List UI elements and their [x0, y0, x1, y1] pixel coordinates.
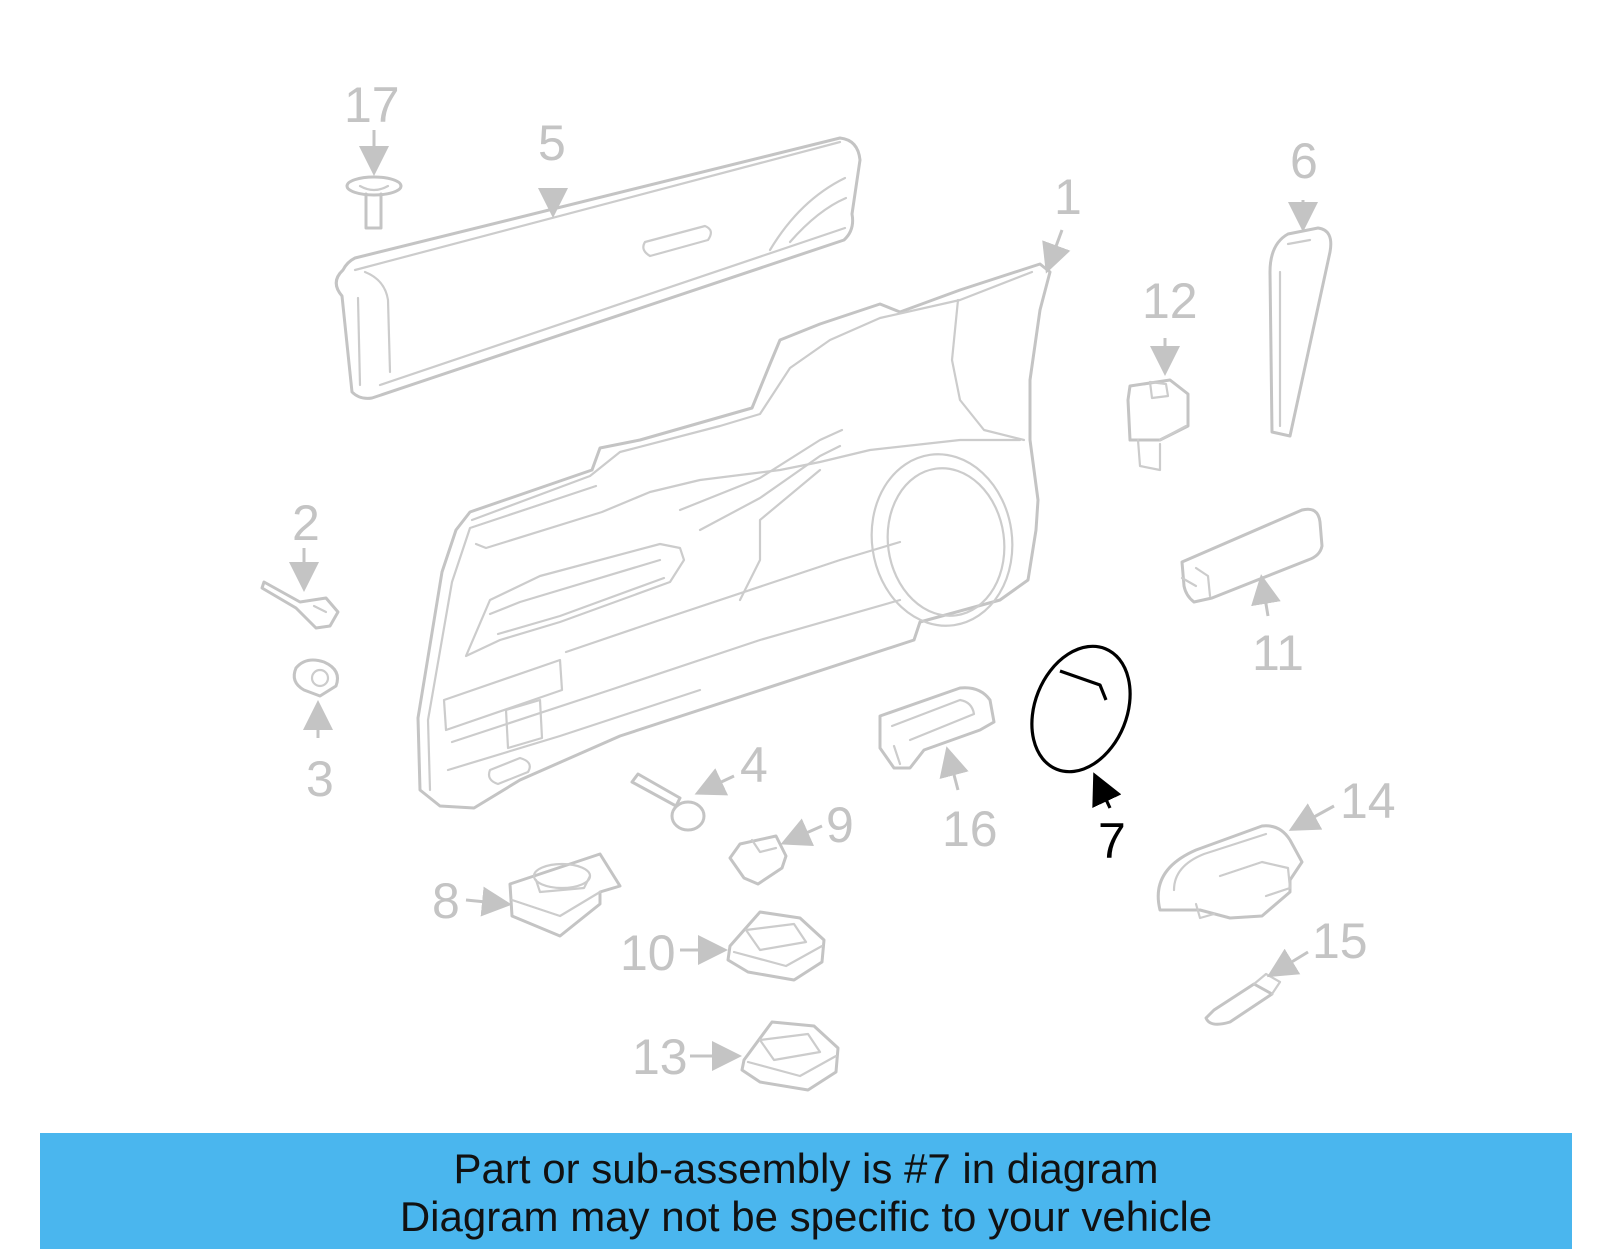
leader-lines — [289, 130, 1335, 1071]
part-16-pull-cup — [878, 686, 996, 770]
part-11-handle — [1180, 507, 1324, 604]
part-6-vertical-trim — [1268, 226, 1333, 438]
part-3-grommet — [292, 658, 339, 698]
callout-10: 10 — [620, 925, 676, 981]
callout-9: 9 — [826, 797, 854, 853]
part-8-housing — [508, 852, 622, 938]
callout-5: 5 — [538, 115, 566, 171]
part-7-highlighted[interactable] — [1014, 632, 1148, 809]
callout-16: 16 — [942, 801, 998, 857]
info-banner: Part or sub-assembly is #7 in diagram Di… — [40, 1133, 1572, 1249]
part-2-clip — [260, 580, 340, 630]
callout-7: 7 — [1098, 813, 1126, 869]
callout-13: 13 — [632, 1029, 688, 1085]
banner-line-disclaimer: Diagram may not be specific to your vehi… — [399, 1193, 1213, 1240]
callout-6: 6 — [1290, 133, 1318, 189]
callout-1: 1 — [1054, 169, 1082, 225]
callout-4: 4 — [740, 737, 768, 793]
callout-labels: 17 5 1 6 12 2 3 11 4 16 9 8 10 14 15 13 … — [292, 77, 1396, 1085]
part-9-bracket — [728, 834, 788, 886]
part-12-switch — [1126, 378, 1190, 472]
callout-11: 11 — [1252, 625, 1304, 681]
part-4-bolt — [630, 772, 706, 832]
callout-3: 3 — [306, 751, 334, 807]
callout-2: 2 — [292, 495, 320, 551]
callout-15: 15 — [1312, 913, 1368, 969]
callout-14: 14 — [1340, 773, 1396, 829]
part-14-handle-assembly — [1156, 824, 1304, 920]
part-15-bulb — [1204, 972, 1282, 1026]
banner-line-part: Part or sub-assembly is #7 in diagram — [453, 1145, 1159, 1192]
callout-12: 12 — [1142, 273, 1198, 329]
callout-17: 17 — [344, 77, 400, 133]
part-17-clip — [345, 175, 403, 230]
callout-8: 8 — [432, 873, 460, 929]
part-13-window-switch — [740, 1020, 840, 1092]
part-1-door-panel — [416, 262, 1052, 810]
part-5-upper-trim — [334, 136, 862, 400]
part-10-window-switch — [726, 910, 826, 982]
